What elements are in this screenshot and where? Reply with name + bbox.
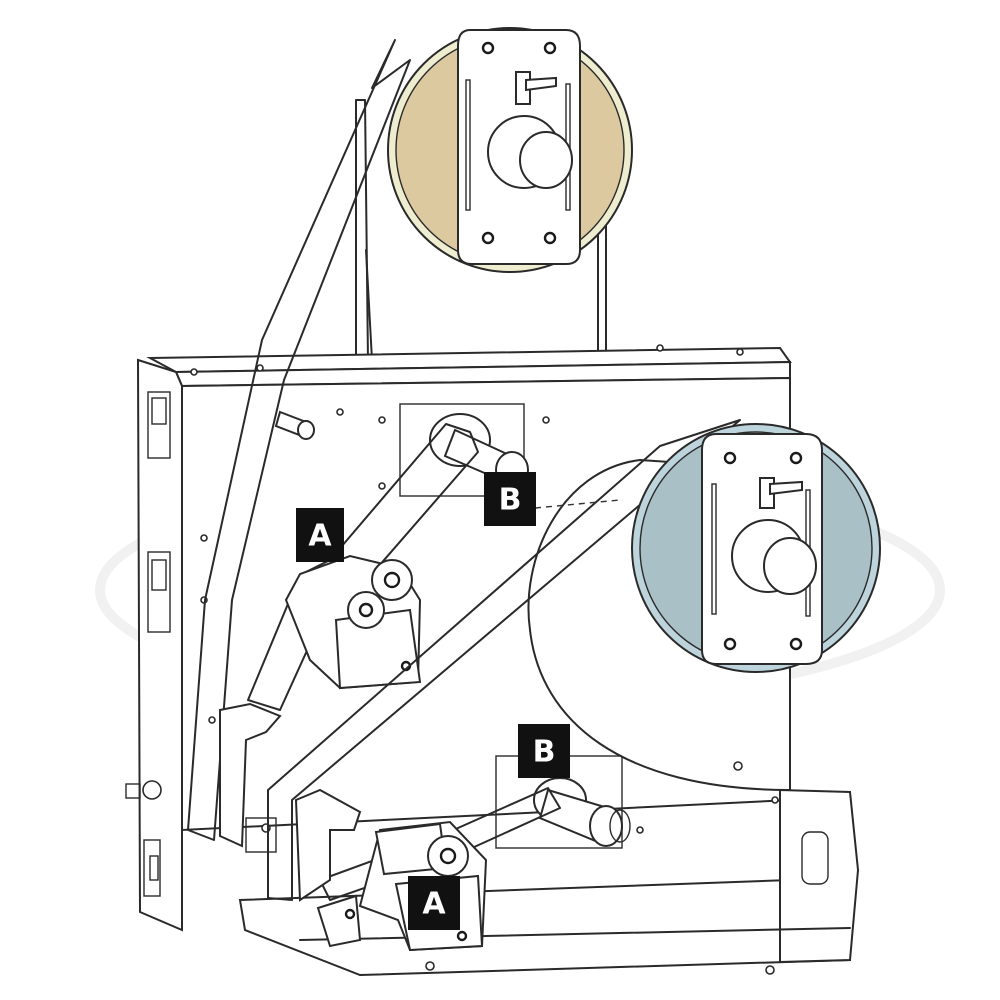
label-b-lower-text: B xyxy=(533,735,556,770)
blue-web-long xyxy=(267,419,741,901)
label-a-lower: A xyxy=(408,876,460,930)
yellow-material-path xyxy=(187,39,479,853)
label-b-upper: B xyxy=(484,472,536,526)
yellow-web-long xyxy=(187,39,411,841)
b-upper-leader xyxy=(534,499,621,509)
lower-nip-roller-assembly xyxy=(316,820,488,952)
label-a-upper: A xyxy=(296,508,344,562)
yellow-guide-plate xyxy=(219,702,282,848)
label-a-lower-text: A xyxy=(422,887,446,922)
label-b-upper-text: B xyxy=(499,483,522,518)
blue-material-path xyxy=(267,419,741,902)
idler-rod xyxy=(274,410,315,440)
nip-roller-assembly-icon xyxy=(284,554,422,690)
yellow-material-roll-icon xyxy=(387,27,633,273)
blue-guide-plate xyxy=(294,788,362,902)
label-a-upper-text: A xyxy=(308,519,332,554)
yellow-web-to-rewind xyxy=(247,423,479,711)
toggle-switch-icon xyxy=(125,780,162,897)
label-b-lower: B xyxy=(518,724,570,778)
blue-material-roll-icon xyxy=(631,423,881,673)
